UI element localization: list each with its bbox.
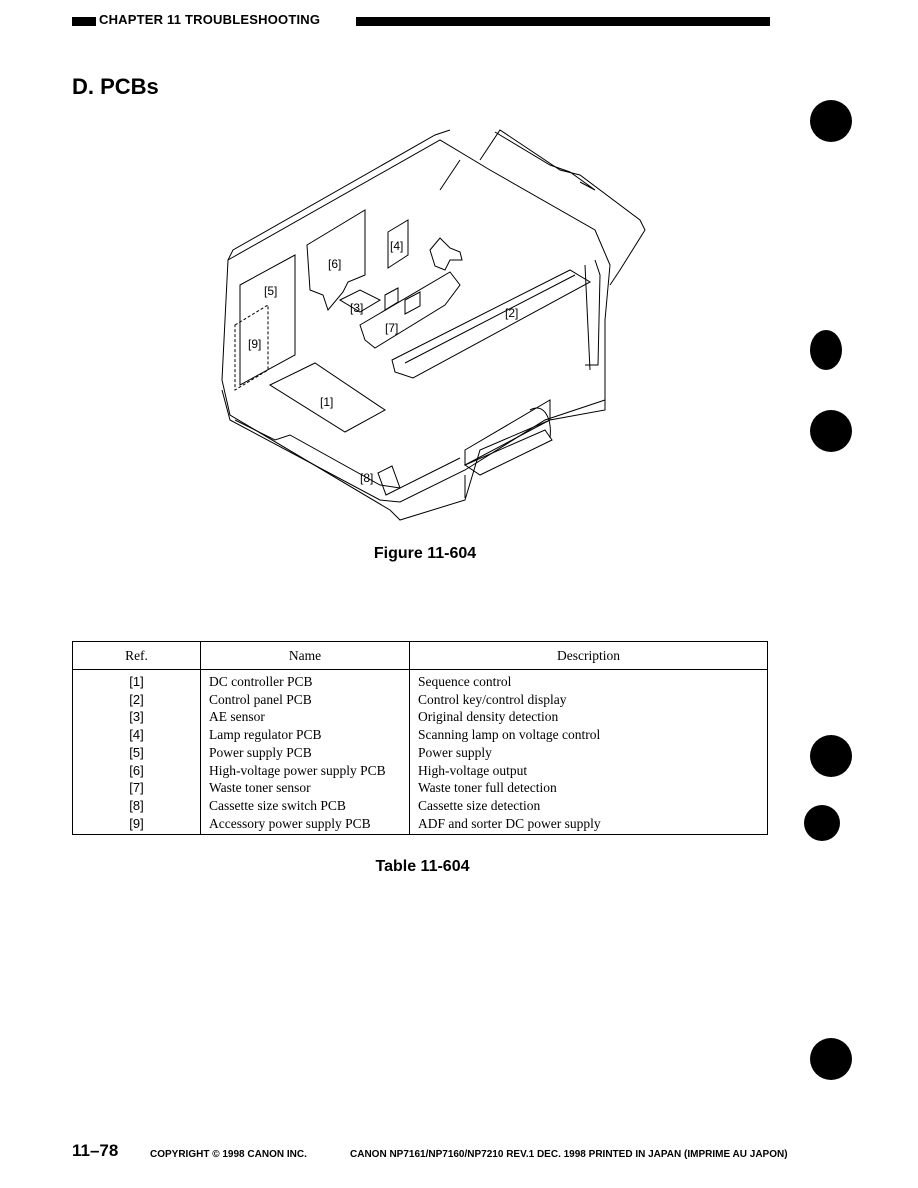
lamp-connector <box>429 237 463 271</box>
label-8: [8] <box>360 471 373 485</box>
copier-body-outline <box>221 139 611 521</box>
footer-model-info: CANON NP7161/NP7160/NP7210 REV.1 DEC. 19… <box>350 1149 788 1160</box>
cell-name: Lamp regulator PCB <box>200 726 410 744</box>
table-row: [4] Lamp regulator PCB Scanning lamp on … <box>72 726 768 744</box>
cell-name: Cassette size switch PCB <box>200 796 410 815</box>
table-header-row: Ref. Name Description <box>72 641 768 670</box>
cell-description: ADF and sorter DC power supply <box>418 815 601 831</box>
pcb-9-outline <box>234 304 269 391</box>
cell-name: AE sensor <box>200 708 410 727</box>
pcb-7-outline-b <box>404 291 421 315</box>
pcb-2-outline <box>391 269 592 379</box>
table-row: [7] Waste toner sensor Waste toner full … <box>72 779 768 797</box>
adf-detail <box>494 131 596 191</box>
binder-hole <box>804 805 840 841</box>
table-row: [1] DC controller PCB Sequence control <box>72 669 768 691</box>
pcb-6-outline <box>306 209 366 312</box>
binder-hole <box>810 1038 852 1080</box>
binder-hole <box>810 330 842 370</box>
lower-body-base <box>234 419 461 489</box>
cell-description: Cassette size detection <box>418 797 541 813</box>
binder-hole <box>810 410 852 452</box>
col-header-description: Description <box>409 641 768 670</box>
cell-ref: [7] <box>72 779 201 797</box>
col-header-ref: Ref. <box>72 641 201 670</box>
table-row: [5] Power supply PCB Power supply <box>72 743 768 762</box>
col-header-name: Name <box>200 641 410 670</box>
cell-description: Original density detection <box>418 709 559 725</box>
cell-ref: [2] <box>72 690 201 709</box>
label-3: [3] <box>350 301 363 315</box>
pcb-table: Ref. Name Description [1] DC controller … <box>72 641 768 836</box>
cell-ref: [3] <box>72 708 201 727</box>
page-number: 11–78 <box>72 1141 119 1160</box>
pcb-5-outline <box>239 254 296 386</box>
table-caption: Table 11-604 <box>375 858 470 875</box>
table-row: [6] High-voltage power supply PCB High-v… <box>72 761 768 780</box>
pcb-2-inner <box>404 274 576 364</box>
table-row: [9] Accessory power supply PCB ADF and s… <box>72 814 768 835</box>
section-title: D. PCBs <box>72 74 159 99</box>
cell-description: High-voltage output <box>418 762 528 778</box>
cell-ref: [1] <box>72 669 201 691</box>
cell-description: Waste toner full detection <box>418 780 557 796</box>
pcb-1-outline <box>268 362 386 433</box>
header-bar-left <box>72 17 96 26</box>
cell-name: Control panel PCB <box>200 690 410 709</box>
chapter-header: CHAPTER 11 TROUBLESHOOTING <box>99 12 321 27</box>
cell-name: DC controller PCB <box>200 669 410 691</box>
figure-caption: Figure 11-604 <box>373 545 477 562</box>
cell-description: Power supply <box>418 744 492 760</box>
copier-top-rim <box>227 129 451 261</box>
cell-description: Control key/control display <box>418 691 567 707</box>
header-bar-right <box>356 17 770 26</box>
label-5: [5] <box>264 284 277 298</box>
copyright-notice: COPYRIGHT © 1998 CANON INC. <box>150 1149 307 1160</box>
label-2: [2] <box>505 306 518 320</box>
pcb-3-outline <box>338 289 382 313</box>
cell-description: Scanning lamp on voltage control <box>418 727 601 743</box>
table-row: [2] Control panel PCB Control key/contro… <box>72 690 768 709</box>
cell-name: Waste toner sensor <box>200 779 410 797</box>
cell-name: Accessory power supply PCB <box>200 814 410 835</box>
cell-ref: [4] <box>72 726 201 744</box>
ae-sensor-bracket <box>359 271 461 349</box>
copier-right-frame <box>585 259 601 366</box>
cell-name: Power supply PCB <box>200 743 410 762</box>
table-row: [8] Cassette size switch PCB Cassette si… <box>72 796 768 815</box>
cell-ref: [5] <box>72 743 201 762</box>
cassette-tray <box>463 429 553 476</box>
cell-name: High-voltage power supply PCB <box>200 761 410 780</box>
cassette-outline <box>464 399 551 466</box>
label-1: [1] <box>320 395 333 409</box>
copier-right-inner <box>584 264 591 371</box>
cell-ref: [6] <box>72 761 201 780</box>
cassette-front <box>529 407 551 439</box>
cell-ref: [9] <box>72 814 201 835</box>
adf-outline <box>479 129 646 286</box>
pcb-7-outline <box>384 287 399 311</box>
label-4: [4] <box>390 239 403 253</box>
cell-ref: [8] <box>72 796 201 815</box>
pcb-8-outline <box>377 465 401 496</box>
copier-inner-frame <box>439 159 461 191</box>
table-row: [3] AE sensor Original density detection <box>72 708 768 727</box>
label-7: [7] <box>385 321 398 335</box>
binder-hole <box>810 735 852 777</box>
lower-body <box>221 389 606 503</box>
copier-pcb-diagram: [1] [2] [3] [4] [5] [6] [7] [8] [9] <box>221 129 646 521</box>
cell-description: Sequence control <box>418 674 512 689</box>
label-9: [9] <box>248 337 261 351</box>
pcb-4-outline <box>387 219 409 269</box>
label-6: [6] <box>328 257 341 271</box>
binder-hole <box>810 100 852 142</box>
